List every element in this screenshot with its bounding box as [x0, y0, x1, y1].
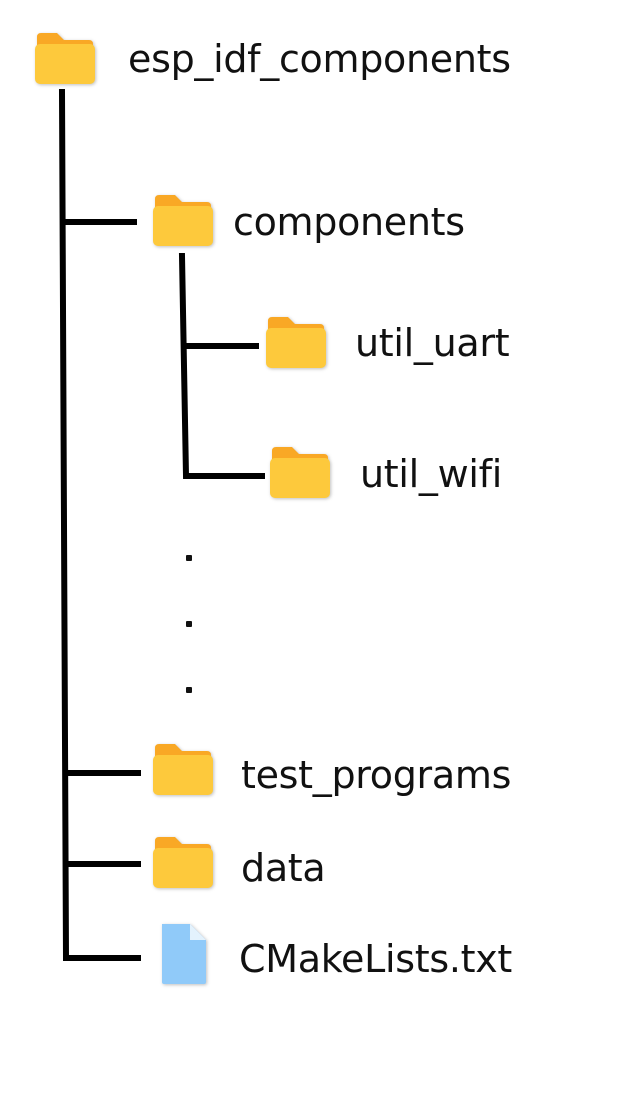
test-programs-folder-icon — [151, 743, 215, 797]
util-uart-folder-label: util_uart — [355, 321, 510, 365]
data-folder-label: data — [241, 846, 326, 890]
ellipsis-dot — [186, 555, 192, 561]
cmakelists-file-icon — [158, 922, 210, 986]
root-folder-label: esp_idf_components — [128, 37, 511, 81]
util-uart-folder-icon — [264, 316, 328, 370]
util-wifi-folder-icon — [268, 446, 332, 500]
root-trunk-line — [58, 88, 141, 961]
cmakelists-file-label: CMakeLists.txt — [239, 937, 513, 981]
components-folder-label: components — [233, 200, 465, 244]
components-trunk-line — [178, 252, 265, 479]
ellipsis-dot — [186, 621, 192, 627]
root-folder-icon — [33, 32, 97, 86]
ellipsis-dot — [186, 687, 192, 693]
test-programs-folder-label: test_programs — [241, 753, 512, 797]
util-wifi-folder-label: util_wifi — [360, 452, 502, 496]
components-folder-icon — [151, 194, 215, 248]
data-folder-icon — [151, 836, 215, 890]
